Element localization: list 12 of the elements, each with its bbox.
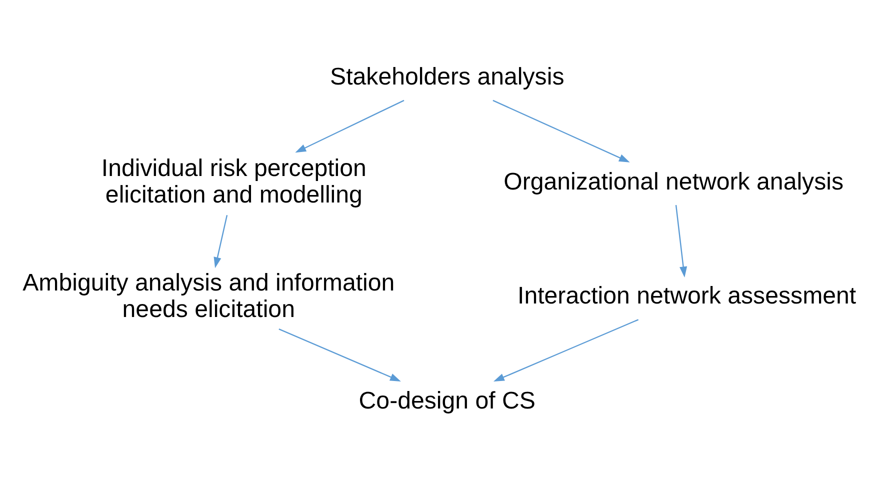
arrow	[278, 328, 401, 382]
node-text: Ambiguity analysis and information needs elicitation	[22, 269, 395, 323]
node-text: Organizational network analysis	[504, 168, 844, 196]
arrow	[675, 204, 688, 278]
arrow	[295, 100, 404, 153]
node-text: Individual risk perception elicitation and modelling	[101, 155, 366, 209]
node-text: Stakeholders analysis	[330, 64, 564, 91]
node-text: Co-design of CS	[358, 388, 536, 415]
arrow	[492, 100, 630, 162]
node-text: Interaction network assessment	[518, 282, 856, 310]
arrow	[493, 319, 639, 382]
arrow	[214, 214, 228, 268]
